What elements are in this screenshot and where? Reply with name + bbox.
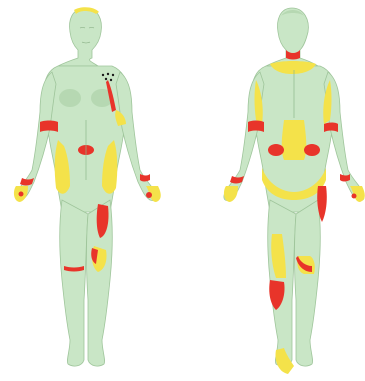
front-zone-wrist-right: [140, 174, 150, 182]
back-zone-arm-band-left: [248, 121, 264, 133]
back-view: [224, 8, 365, 374]
back-zone-lower-back-left: [268, 144, 284, 156]
front-zone-arm-band-left: [40, 121, 58, 133]
back-zone-hand-right-red: [352, 194, 357, 199]
back-zone-lumbar: [282, 120, 307, 160]
front-leg-left: [60, 200, 88, 366]
back-leg-right: [295, 200, 321, 366]
back-zone-hand-left: [224, 186, 238, 202]
front-chest-left: [59, 89, 81, 107]
front-zone-hand-right-red: [146, 192, 152, 198]
front-zone-hand-left-red: [19, 192, 24, 197]
back-zone-lower-back-right: [304, 144, 320, 156]
front-view: [14, 7, 161, 366]
front-head: [58, 8, 101, 66]
